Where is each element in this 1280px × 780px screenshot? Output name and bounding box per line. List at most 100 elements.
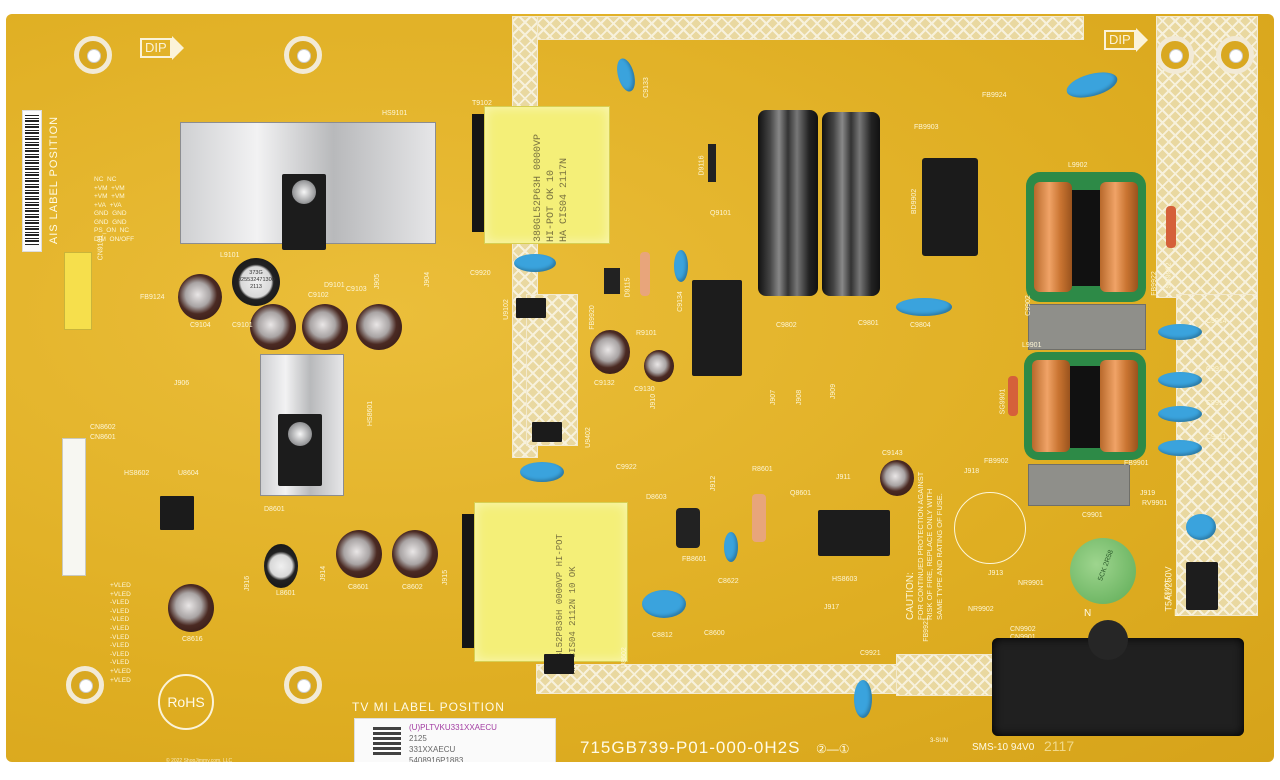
ref-c9101: C9101 [232,322,253,329]
y-capacitor-c9912 [1158,406,1202,422]
capacitor-c9143 [880,460,914,496]
ref-u8602: U8602 [620,647,628,668]
connector-cn8601 [62,438,86,576]
connector-pin-legend-bottom: +VLED +VLED -VLED -VLED -VLED -VLED -VLE… [110,582,131,684]
diode-d9115 [604,268,620,294]
ref-nr9901: NR9901 [1018,580,1044,587]
ref-fb8601: FB8601 [682,556,707,563]
transformer-t8601 [474,502,628,662]
ref-sg9901: SG9901 [999,388,1007,415]
ref-c9911: C9911 [1206,434,1227,441]
y-capacitor-c8812 [642,590,686,618]
capacitor-c9102 [302,304,348,350]
ref-q9101: Q9101 [710,210,732,217]
dip-label: DIP [140,38,172,58]
screw [292,180,316,204]
ref-c8616: C8616 [182,636,203,643]
ref-fb9124: FB9124 [140,294,165,301]
ref-c9104: C9104 [190,322,211,329]
connector-cn9101 [64,252,92,330]
ref-j904: J904 [424,271,432,288]
ref-j912: J912 [710,475,718,492]
mounting-hole [284,666,322,704]
capacitor-c9132 [590,330,630,374]
ntc-footprint-j913 [954,492,1026,564]
ref-j911: J911 [836,474,851,481]
ref-j907: J907 [770,389,778,406]
ref-c8812: C8812 [652,632,673,639]
copyright-watermark: © 2022 ShopJimmy.com, LLC [166,758,233,762]
ref-l9101: L9101 [220,252,240,259]
ref-c8600: C8600 [704,630,725,637]
ref-c9133: C9133 [642,77,650,98]
ref-r8601: R8601 [752,466,773,473]
ref-c9922: C9922 [616,464,637,471]
isolation-hatch-bottom [536,664,898,694]
ref-f9901: F9901 [1164,579,1172,600]
x-capacitor-c9901 [1028,464,1130,506]
ref-t9102: T9102 [472,100,492,107]
ref-fb9920: FB9920 [588,305,596,330]
ref-j915: J915 [442,569,450,586]
ref-r9101: R9101 [636,330,657,337]
dip-label: DIP [1104,30,1136,50]
ref-j908: J908 [796,389,804,406]
tv-mi-label-position-text: TV MI LABEL POSITION [352,700,505,714]
ref-j916: J916 [244,575,252,592]
ref-j910: J910 [650,393,658,410]
y-capacitor-c9133 [613,56,639,94]
y-capacitor-c9911 [1158,440,1202,456]
ref-d8601: D8601 [264,506,285,513]
dip-arrow-mark: DIP [140,36,184,60]
optocoupler-u8602 [544,654,574,674]
caution-text: CAUTION: FOR CONTINUED PROTECTION AGAINS… [905,471,944,620]
ref-cn9902: CN9902 [1010,626,1036,633]
ref-c9132: C9132 [594,380,615,387]
capacitor-c9101 [250,304,296,350]
ref-hs8601: HS8601 [367,400,375,427]
choke-core [1072,190,1100,286]
sticker-text: (U)PLTVKU331XXAECU 2125 331XXAECU 540891… [409,723,497,762]
ref-q8601: Q8601 [790,490,812,497]
mounting-hole [1216,36,1254,74]
y-capacitor-c9134 [674,250,688,282]
ref-j905: J905 [374,273,382,290]
ref-u9402: U9402 [584,427,592,448]
mounting-hole [74,36,112,74]
isolation-hatch-right-lower [1176,294,1258,616]
ref-u8604: U8604 [178,470,199,477]
ref-sg9902: SG9902 [1165,262,1173,289]
y-capacitor-c9913 [1158,372,1202,388]
ref-j913: J913 [988,570,1004,577]
capacitor-c9104 [178,274,222,320]
y-capacitor-top [1064,67,1120,103]
board-part-number: 715GB739-P01-000-0H2S [580,738,801,757]
ref-cn9101: CN9101 [97,234,105,261]
ref-c9102: C9102 [308,292,329,299]
surge-gap-sg9902 [1166,206,1176,248]
bulk-capacitor-c9801 [822,112,880,296]
ref-l9902: L9902 [1068,162,1088,169]
fuse-f9901 [1186,562,1218,610]
choke-coil [1034,182,1072,292]
inductor-l8601 [264,544,298,588]
capacitor-c9103 [356,304,402,350]
inductor-l9101-marking: 373G 025532471300 2113 [238,270,275,290]
ref-hs8602: HS8602 [124,470,150,477]
ref-d9115: D9115 [624,277,632,298]
mosfet-q8601 [818,510,890,556]
ref-cn9901: CN9901 [1010,634,1036,641]
ref-c9913: C9913 [1206,366,1227,373]
ref-cn8601: CN8601 [90,434,116,441]
ref-j909: J909 [830,383,838,400]
transformer-t9102-marking: 380GL52P63H 0000VP HI-POT OK 10 HA CIS04… [533,134,570,243]
y-capacitor-c9921 [854,680,872,718]
mounting-hole [284,36,322,74]
ref-c9902: C9902 [1024,295,1032,316]
flammability-rating: SMS-10 94V0 [972,742,1035,753]
mounting-hole [66,666,104,704]
isolation-hatch-left-mid [526,294,578,446]
maker-mark: 3-SUN [930,738,949,744]
ref-l9901: L9901 [1022,342,1042,349]
ac-inlet-latch [1088,620,1128,660]
